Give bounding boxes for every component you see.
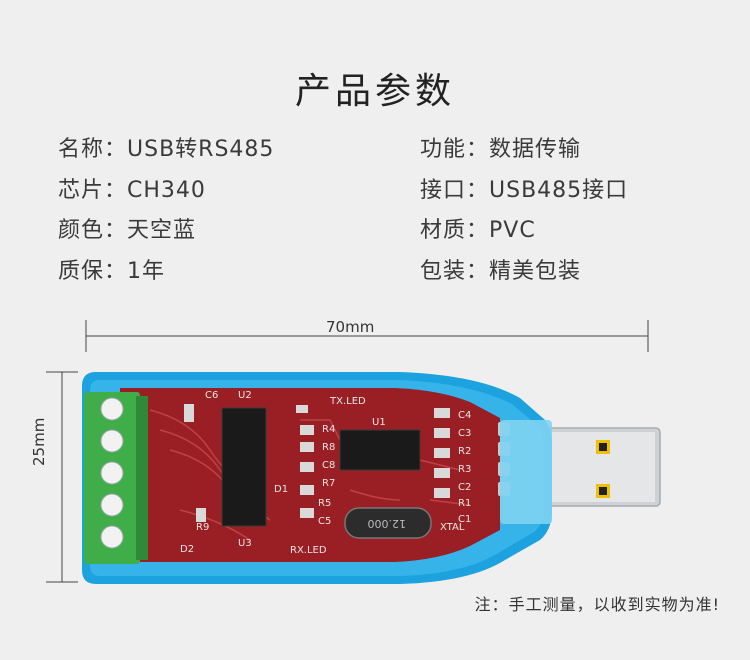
crystal-oscillator — [344, 507, 432, 539]
label-r4: R4 — [322, 424, 335, 435]
terminal-screw — [100, 429, 124, 453]
spec-key: 材质： — [420, 218, 490, 243]
label-u1: U1 — [372, 417, 386, 428]
spec-function: 功能：数据传输 — [420, 131, 581, 163]
spec-value: 精美包装 — [489, 259, 582, 284]
spec-key: 功能： — [420, 137, 490, 162]
label-u2: U2 — [238, 390, 252, 401]
label-xtal: XTAL — [440, 522, 465, 533]
spec-material: 材质：PVC — [420, 212, 536, 244]
spec-value: USB485接口 — [489, 178, 629, 203]
label-r7: R7 — [322, 478, 335, 489]
spec-color: 颜色：天空蓝 — [58, 212, 196, 244]
terminal-block — [84, 392, 148, 564]
usb-connector-housing — [500, 420, 552, 524]
label-r1: R1 — [458, 498, 471, 509]
label-u3: U3 — [238, 538, 252, 549]
spec-key: 名称： — [58, 137, 128, 162]
length-dimension-line — [85, 320, 649, 352]
spec-value: 天空蓝 — [127, 218, 197, 243]
label-r2: R2 — [458, 446, 471, 457]
spec-key: 包装： — [420, 259, 490, 284]
label-d1: D1 — [274, 484, 288, 495]
label-tx-led: TX.LED — [329, 396, 366, 407]
label-c6: C6 — [205, 390, 218, 401]
measurement-note: 注：手工测量，以收到实物为准! — [474, 595, 720, 614]
spec-interface: 接口：USB485接口 — [420, 172, 628, 204]
terminal-screw — [100, 461, 124, 485]
spec-chip: 芯片：CH340 — [58, 172, 206, 204]
spec-name: 名称：USB转RS485 — [58, 131, 274, 163]
width-dimension-line — [46, 371, 78, 583]
spec-key: 颜色： — [58, 218, 128, 243]
length-label: 70mm — [326, 318, 375, 336]
usb-rs485-adapter-image: 12.000 C6 U2 TX.LED U1 R4 R8 C8 R7 R5 C5… — [46, 320, 661, 584]
spec-value: USB转RS485 — [127, 137, 275, 162]
spec-warranty: 质保：1年 — [58, 253, 165, 285]
terminal-screw — [100, 525, 124, 549]
label-r3: R3 — [458, 464, 471, 475]
spec-value: 1年 — [127, 259, 166, 284]
spec-key: 接口： — [420, 178, 490, 203]
label-c3: C3 — [458, 428, 471, 439]
spec-value: PVC — [489, 218, 536, 243]
spec-key: 质保： — [58, 259, 128, 284]
label-r8: R8 — [322, 442, 335, 453]
spec-value: 数据传输 — [489, 137, 582, 162]
page-title: 产品参数 — [294, 71, 455, 112]
spec-value: CH340 — [127, 178, 206, 203]
spec-packaging: 包装：精美包装 — [420, 253, 581, 285]
label-c8: C8 — [322, 460, 335, 471]
label-c2: C2 — [458, 482, 471, 493]
label-c5: C5 — [318, 516, 331, 527]
terminal-screw — [100, 397, 124, 421]
chip-u1 — [339, 429, 421, 471]
label-d2: D2 — [180, 544, 194, 555]
terminal-screw — [100, 493, 124, 517]
label-r5: R5 — [318, 498, 331, 509]
chip-u2 — [221, 407, 267, 527]
width-label: 25mm — [30, 417, 48, 466]
spec-key: 芯片： — [58, 178, 128, 203]
label-rx-led: RX.LED — [290, 545, 327, 556]
label-c4: C4 — [458, 410, 471, 421]
crystal-label: 12.000 — [368, 517, 407, 530]
label-c1: C1 — [458, 514, 471, 525]
label-r9: R9 — [196, 522, 209, 533]
